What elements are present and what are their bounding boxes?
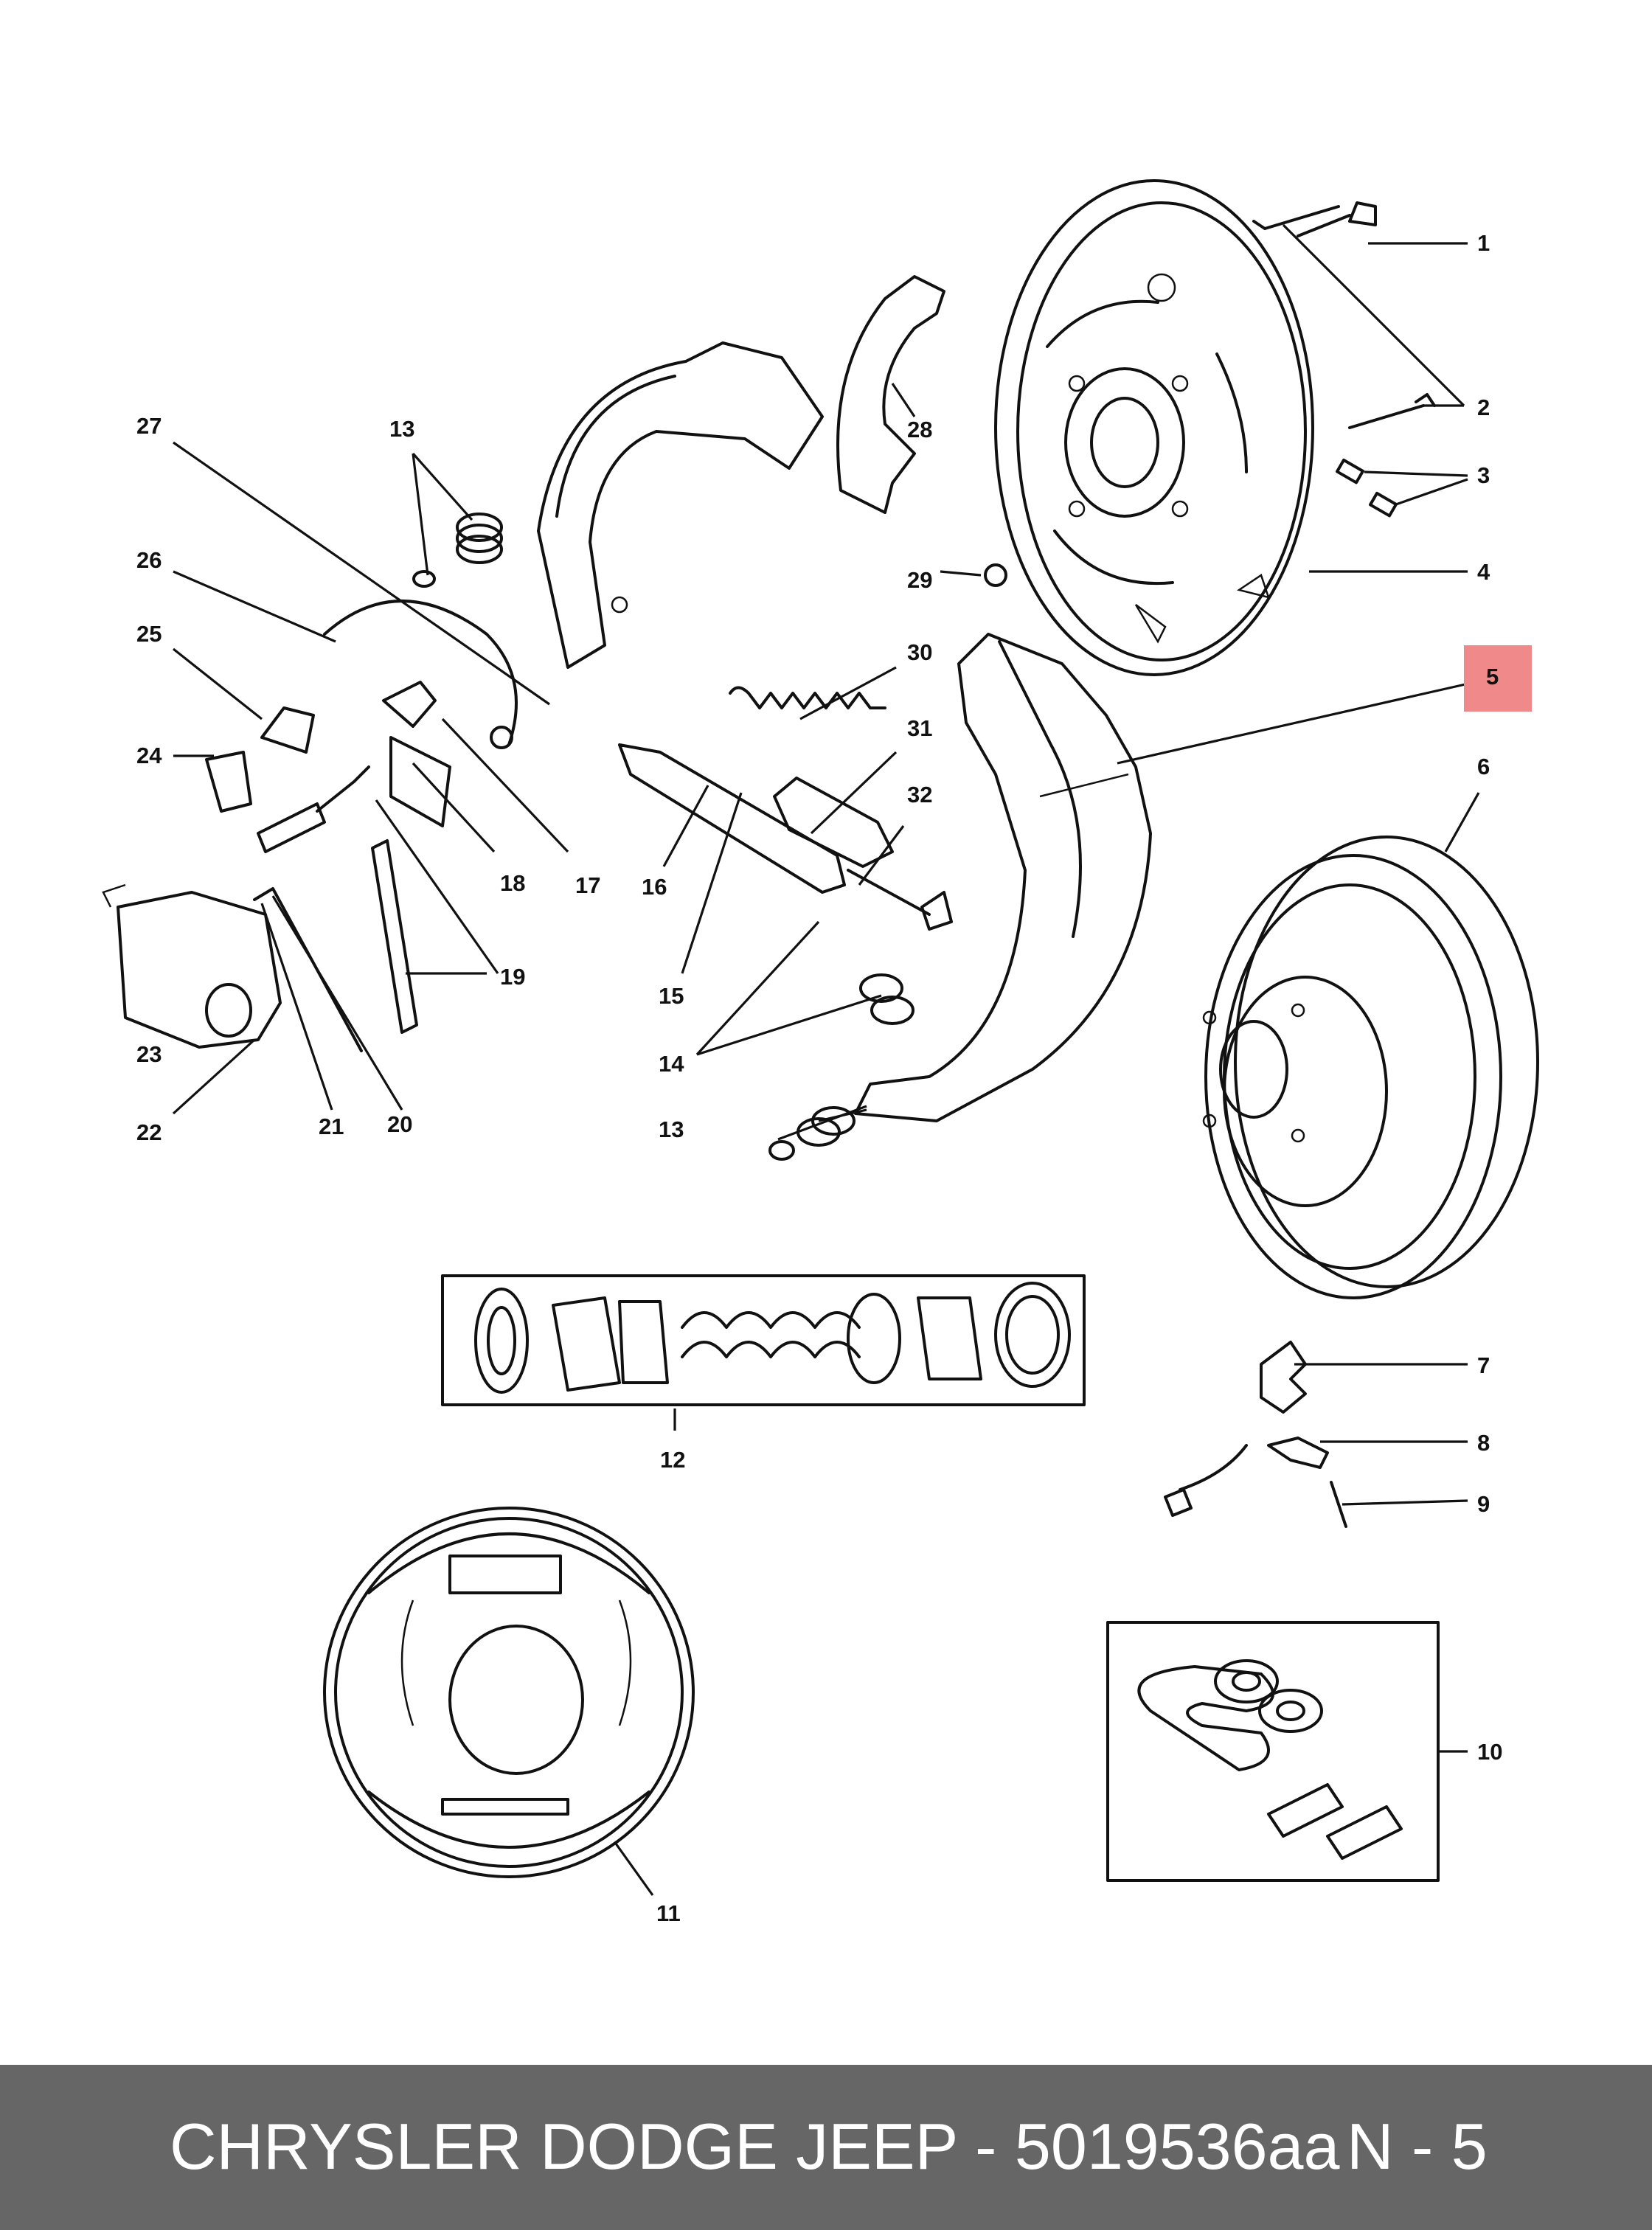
callout-2: 2 xyxy=(1477,395,1490,420)
cable-and-links xyxy=(205,600,518,827)
callout-5: 5 xyxy=(1486,664,1499,690)
callout-3: 3 xyxy=(1477,462,1490,488)
callout-7: 7 xyxy=(1477,1352,1490,1378)
callout-32: 32 xyxy=(907,782,932,807)
callout-31: 31 xyxy=(907,715,932,741)
callout-9: 9 xyxy=(1477,1491,1490,1517)
parking-lever xyxy=(836,275,945,514)
exploded-parts-diagram: 1 2 3 4 5 6 7 8 9 10 11 12 13 14 15 16 1… xyxy=(102,179,1539,1926)
bolt-parts xyxy=(984,201,1436,587)
hardware-kit xyxy=(1106,1621,1440,1882)
assembled-brake xyxy=(323,1507,695,1878)
hold-down-spring-top xyxy=(412,513,503,588)
footer-title: CHRYSLER DODGE JEEP - 5019536aa xyxy=(170,2110,1340,2183)
callout-1: 1 xyxy=(1477,230,1490,256)
callout-10: 10 xyxy=(1477,1739,1502,1765)
callout-29: 29 xyxy=(907,567,932,593)
footer-page: N - 5 xyxy=(1347,2110,1488,2183)
brake-drum xyxy=(1202,836,1539,1299)
wheel-cylinder xyxy=(102,883,282,1049)
brake-shoe-secondary xyxy=(854,633,1152,1122)
callout-4: 4 xyxy=(1477,559,1490,585)
callout-22: 22 xyxy=(136,1119,162,1145)
callout-23: 23 xyxy=(136,1041,162,1067)
callout-6: 6 xyxy=(1477,754,1490,779)
callout-26: 26 xyxy=(136,547,162,573)
callout-13-top: 13 xyxy=(389,416,414,442)
hold-down-spring-bottom xyxy=(768,973,914,1161)
callout-17: 17 xyxy=(575,872,600,898)
callout-20: 20 xyxy=(387,1111,412,1137)
brake-shoe-primary xyxy=(537,341,824,669)
callout-14: 14 xyxy=(659,1051,684,1077)
callout-16: 16 xyxy=(642,874,667,900)
callout-13-bottom: 13 xyxy=(659,1116,684,1142)
return-springs xyxy=(253,765,418,1052)
callout-highlight xyxy=(1464,645,1532,712)
wheel-cylinder-kit xyxy=(441,1274,1086,1406)
backing-plate xyxy=(994,179,1314,676)
springs-adjuster xyxy=(618,686,953,931)
callout-15: 15 xyxy=(659,983,684,1009)
callout-labels: 1 2 3 4 5 6 7 8 9 10 11 12 13 14 15 16 1… xyxy=(136,230,1502,1926)
callout-30: 30 xyxy=(907,639,932,665)
callout-25: 25 xyxy=(136,621,162,647)
footer-bar: CHRYSLER DODGE JEEP - 5019536aa N - 5 xyxy=(0,2065,1652,2230)
callout-21: 21 xyxy=(319,1114,344,1139)
callout-11: 11 xyxy=(656,1900,681,1926)
callout-24: 24 xyxy=(136,743,162,768)
leader-lines xyxy=(172,223,1480,1896)
callout-28: 28 xyxy=(907,417,932,442)
callout-12: 12 xyxy=(660,1447,685,1473)
small-hardware xyxy=(1164,1341,1347,1528)
callout-18: 18 xyxy=(500,870,525,896)
callout-19: 19 xyxy=(500,964,525,990)
callout-27: 27 xyxy=(136,413,162,439)
callout-8: 8 xyxy=(1477,1430,1490,1456)
